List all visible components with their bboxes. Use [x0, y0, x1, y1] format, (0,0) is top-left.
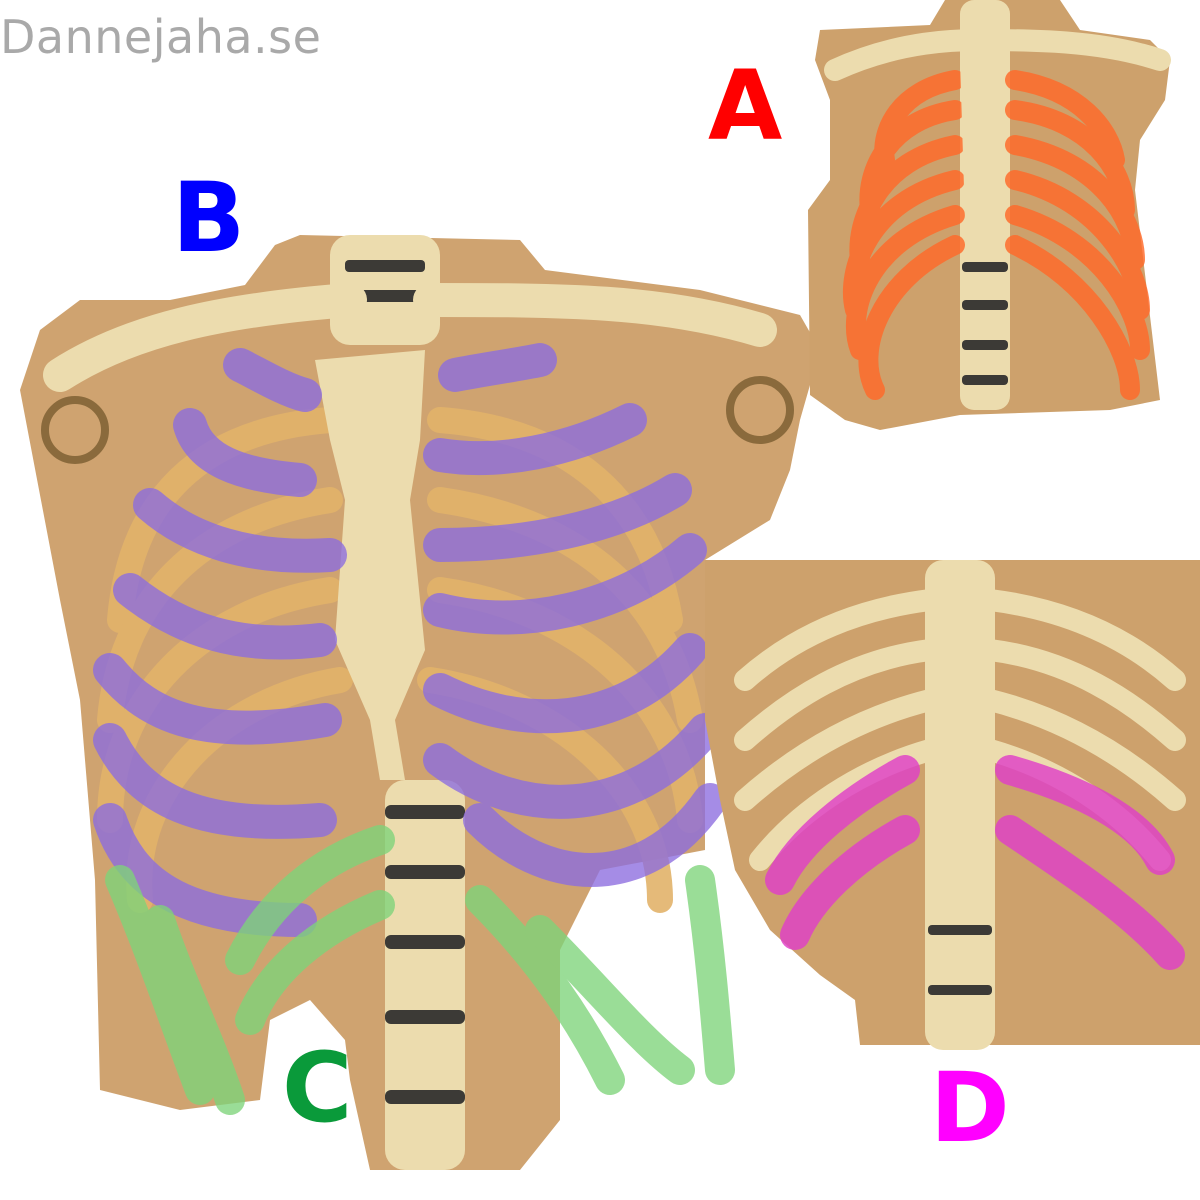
ribs-highlight-a [842, 70, 1150, 400]
photo-panel-d [705, 560, 1200, 1050]
photo-panel-b [20, 235, 820, 1170]
panel-label-c: C [282, 1032, 353, 1144]
panel-label-d: D [930, 1052, 1010, 1164]
ribs-highlight-b [93, 343, 727, 937]
clavicle-right [413, 283, 777, 347]
spine-lower [385, 780, 465, 1170]
sternum [315, 350, 425, 780]
ribs-highlight-d [765, 755, 1185, 970]
panel-label-a: A [708, 50, 783, 162]
photo-panel-a [808, 0, 1171, 430]
clavicle-left [43, 283, 367, 392]
panel-label-b: B [172, 162, 246, 274]
ribs-highlight-c [105, 825, 735, 1115]
watermark-text: Dannejaha.se [0, 10, 322, 64]
